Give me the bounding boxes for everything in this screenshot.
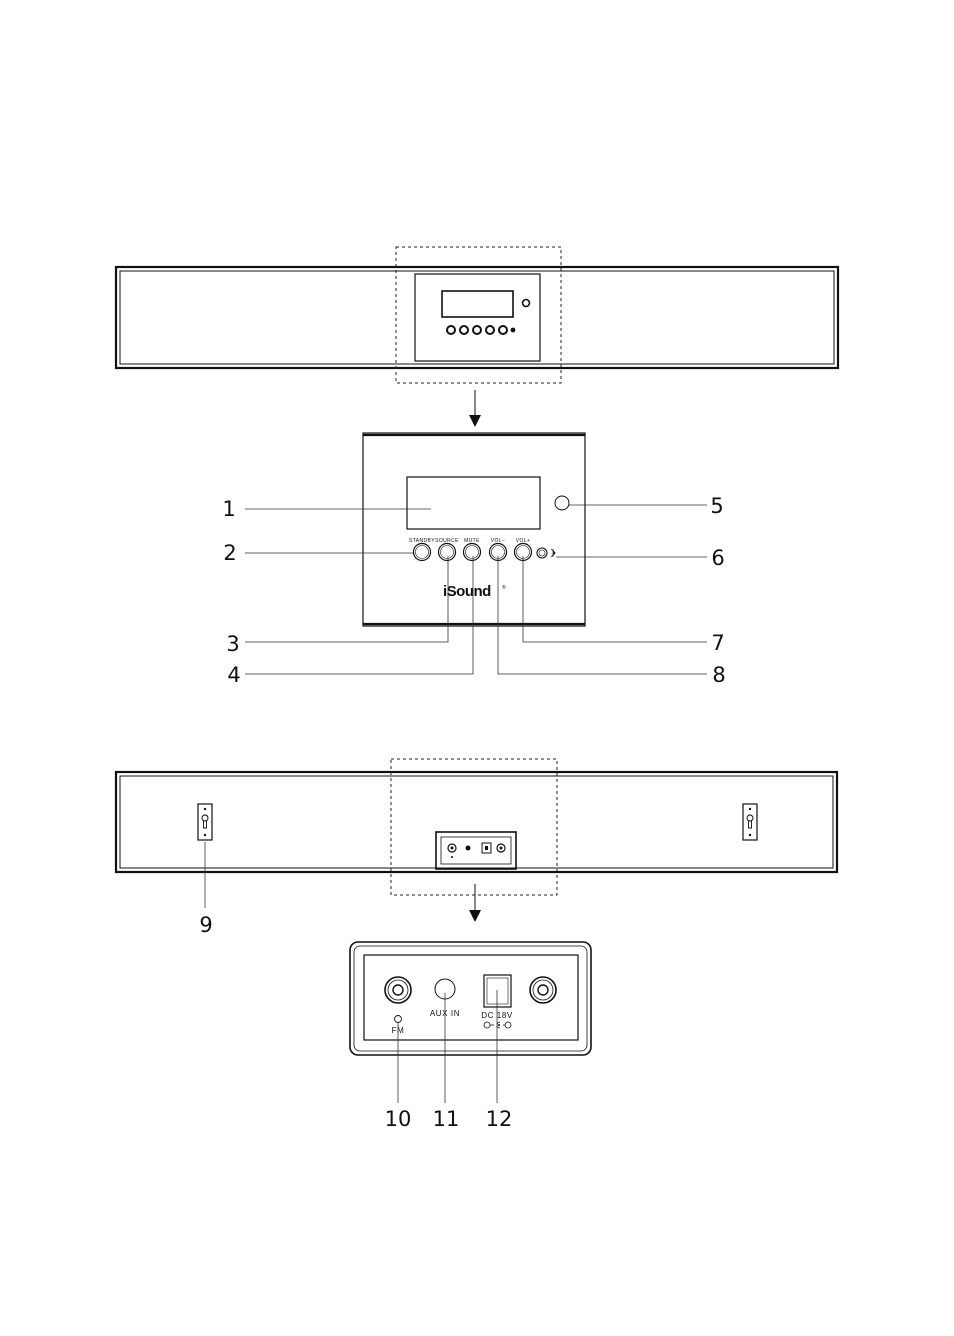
- svg-text:iSound: iSound: [443, 583, 491, 600]
- source-label: SOURCE: [435, 538, 459, 544]
- zoom-arrow-rear: [469, 884, 481, 922]
- right-connector[interactable]: [530, 977, 556, 1003]
- rear-zoom-region: [391, 759, 557, 895]
- callout-8: 8: [712, 663, 725, 687]
- dc-polarity-icon: [484, 1022, 511, 1028]
- callout-6: 6: [711, 546, 724, 570]
- callout-7: 7: [711, 631, 724, 655]
- bluetooth-icon: [551, 549, 555, 557]
- vol-up-label: VOL+: [516, 538, 531, 544]
- callout-4: 4: [227, 663, 240, 687]
- svg-text:®: ®: [502, 584, 506, 591]
- mute-button[interactable]: MUTE: [464, 538, 481, 561]
- callout-3: 3: [226, 632, 239, 656]
- standby-button[interactable]: STANDBY: [409, 538, 435, 561]
- callout-5: 5: [710, 494, 723, 518]
- rear-connector-panel-thumbnail: [436, 832, 516, 869]
- display-thumbnail: [442, 291, 513, 317]
- front-panel-detail: STANDBY SOURCE MUTE VOL− VOL+ iSound: [363, 433, 585, 626]
- lcd-display: [407, 477, 540, 529]
- fm-indicator: [395, 1016, 402, 1023]
- keyhole-mount-icon-right: [743, 804, 757, 840]
- mute-label: MUTE: [464, 538, 480, 544]
- keyhole-mount-icon: [198, 804, 212, 840]
- remote-sensor: [555, 496, 569, 510]
- soundbar-front: [116, 267, 838, 368]
- callout-9: 9: [199, 913, 212, 937]
- soundbar-rear: [116, 772, 837, 872]
- standby-label: STANDBY: [409, 538, 435, 544]
- callout-2: 2: [223, 541, 236, 565]
- fm-antenna-connector[interactable]: [385, 977, 411, 1003]
- vol-down-label: VOL−: [491, 538, 506, 544]
- callout-10: 10: [385, 1107, 412, 1131]
- dc-power-input[interactable]: [484, 975, 511, 1007]
- callout-11: 11: [433, 1107, 460, 1131]
- callout-1: 1: [222, 497, 235, 521]
- isound-logo: iSound ®: [443, 583, 506, 600]
- callout-12: 12: [486, 1107, 513, 1131]
- zoom-arrow-front: [469, 390, 481, 427]
- source-button[interactable]: SOURCE: [435, 538, 459, 561]
- rear-panel-detail: FM AUX IN DC 18V: [350, 942, 591, 1055]
- bluetooth-indicator: [537, 548, 547, 558]
